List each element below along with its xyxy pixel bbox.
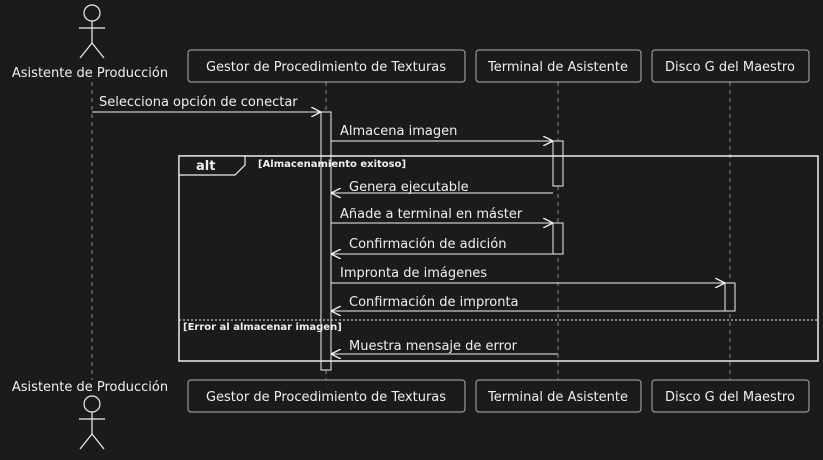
message-label-1: Selecciona opción de conectar: [99, 95, 298, 110]
participant-gestor-bottom-label: Gestor de Procedimiento de Texturas: [206, 390, 446, 405]
message-label-4: Añade a terminal en máster: [340, 207, 523, 222]
activation-gestor: [320, 111, 332, 371]
participant-terminal-bottom-label: Terminal de Asistente: [487, 390, 628, 405]
activation-terminal-1: [552, 140, 564, 187]
participant-gestor-top-label: Gestor de Procedimiento de Texturas: [206, 60, 446, 75]
alt-condition-2: [Error al almacenar imagen]: [183, 322, 342, 333]
participant-asistente-top-label: Asistente de Producción: [12, 66, 168, 81]
participant-gestor-top: [187, 49, 466, 83]
actor-asistente-bottom: [79, 395, 105, 450]
message-label-2: Almacena imagen: [340, 124, 457, 139]
participant-disco-bottom-label: Disco G del Maestro: [665, 390, 795, 405]
message-label-8: Muestra mensaje de error: [349, 339, 518, 354]
participant-asistente-bottom-label: Asistente de Producción: [12, 380, 168, 395]
activation-terminal-2: [552, 222, 564, 255]
participant-terminal-top-label: Terminal de Asistente: [487, 60, 628, 75]
message-label-7: Confirmación de impronta: [349, 295, 519, 310]
alt-keyword: alt: [196, 159, 215, 174]
alt-condition-1: [Almacenamiento exitoso]: [258, 159, 406, 170]
alt-fragment: [178, 155, 819, 362]
participant-disco-bottom: [651, 379, 810, 413]
actor-asistente-top: [79, 4, 105, 59]
message-label-3: Genera ejecutable: [349, 180, 469, 195]
participant-disco-top: [651, 49, 810, 83]
message-label-5: Confirmación de adición: [349, 237, 506, 252]
alt-fragment-tab: [178, 155, 246, 176]
participant-disco-top-label: Disco G del Maestro: [665, 60, 795, 75]
activation-disco: [724, 282, 736, 312]
participant-terminal-top: [475, 49, 642, 83]
participant-terminal-bottom: [475, 379, 642, 413]
participant-gestor-bottom: [187, 379, 466, 413]
message-label-6: Impronta de imágenes: [340, 266, 487, 281]
